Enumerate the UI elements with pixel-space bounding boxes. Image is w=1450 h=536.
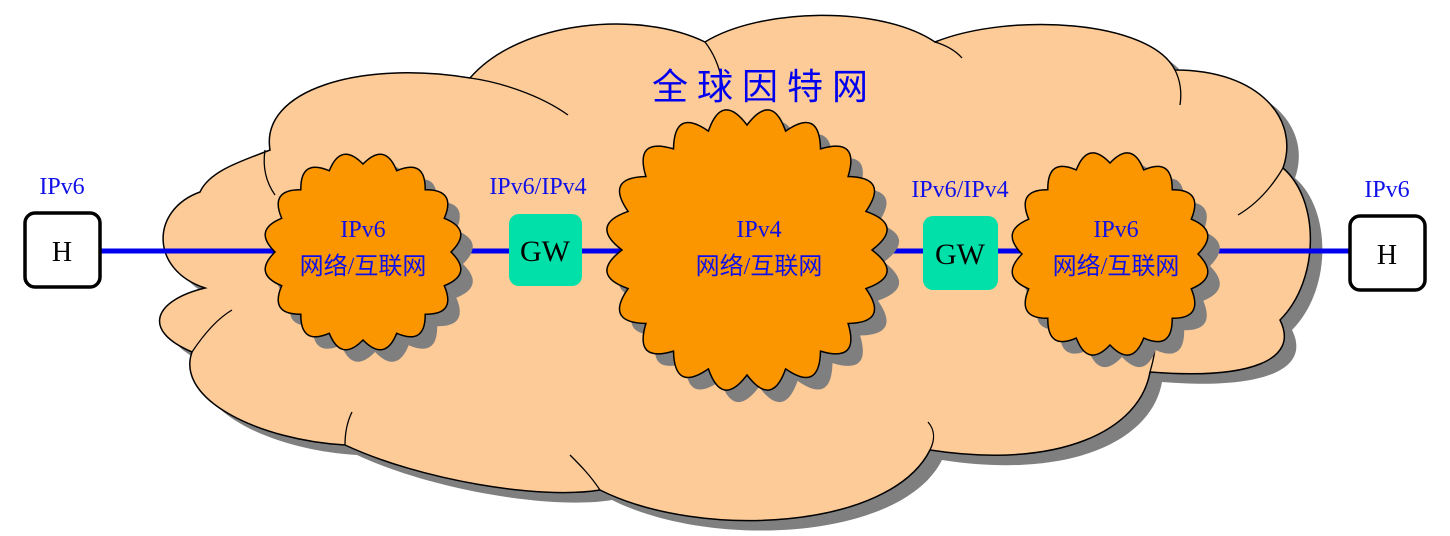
diagram-title: 全 球 因 特 网 bbox=[652, 67, 868, 107]
network-left-cloud bbox=[264, 153, 473, 362]
host-right-label: H bbox=[1377, 240, 1397, 271]
network-right-label: 网络/互联网 bbox=[1053, 253, 1180, 280]
network-center-protocol: IPv4 bbox=[736, 217, 781, 243]
network-left-cloud-shape bbox=[264, 153, 462, 351]
network-left-protocol: IPv6 bbox=[340, 217, 385, 243]
network-right-cloud-shape bbox=[1011, 152, 1209, 356]
network-right-cloud bbox=[1011, 152, 1220, 368]
gateway-left[interactable]: GW bbox=[509, 214, 582, 286]
host-left[interactable]: H bbox=[23, 211, 102, 289]
network-center-label: 网络/互联网 bbox=[696, 253, 823, 280]
gateway-right[interactable]: GW bbox=[923, 216, 998, 290]
gateway-right-protocol: IPv6/IPv4 bbox=[911, 177, 1008, 203]
host-right[interactable]: H bbox=[1348, 214, 1427, 292]
network-right-protocol: IPv6 bbox=[1093, 217, 1138, 243]
gateway-right-label: GW bbox=[935, 238, 986, 271]
host-left-protocol: IPv6 bbox=[39, 174, 84, 200]
host-right-protocol: IPv6 bbox=[1364, 177, 1409, 203]
network-left-label: 网络/互联网 bbox=[300, 253, 427, 280]
network-center-cloud-shape bbox=[606, 109, 888, 391]
gateway-left-protocol: IPv6/IPv4 bbox=[489, 174, 586, 200]
network-center-cloud bbox=[606, 109, 900, 403]
host-left-label: H bbox=[52, 237, 72, 268]
gateway-left-label: GW bbox=[520, 235, 571, 268]
